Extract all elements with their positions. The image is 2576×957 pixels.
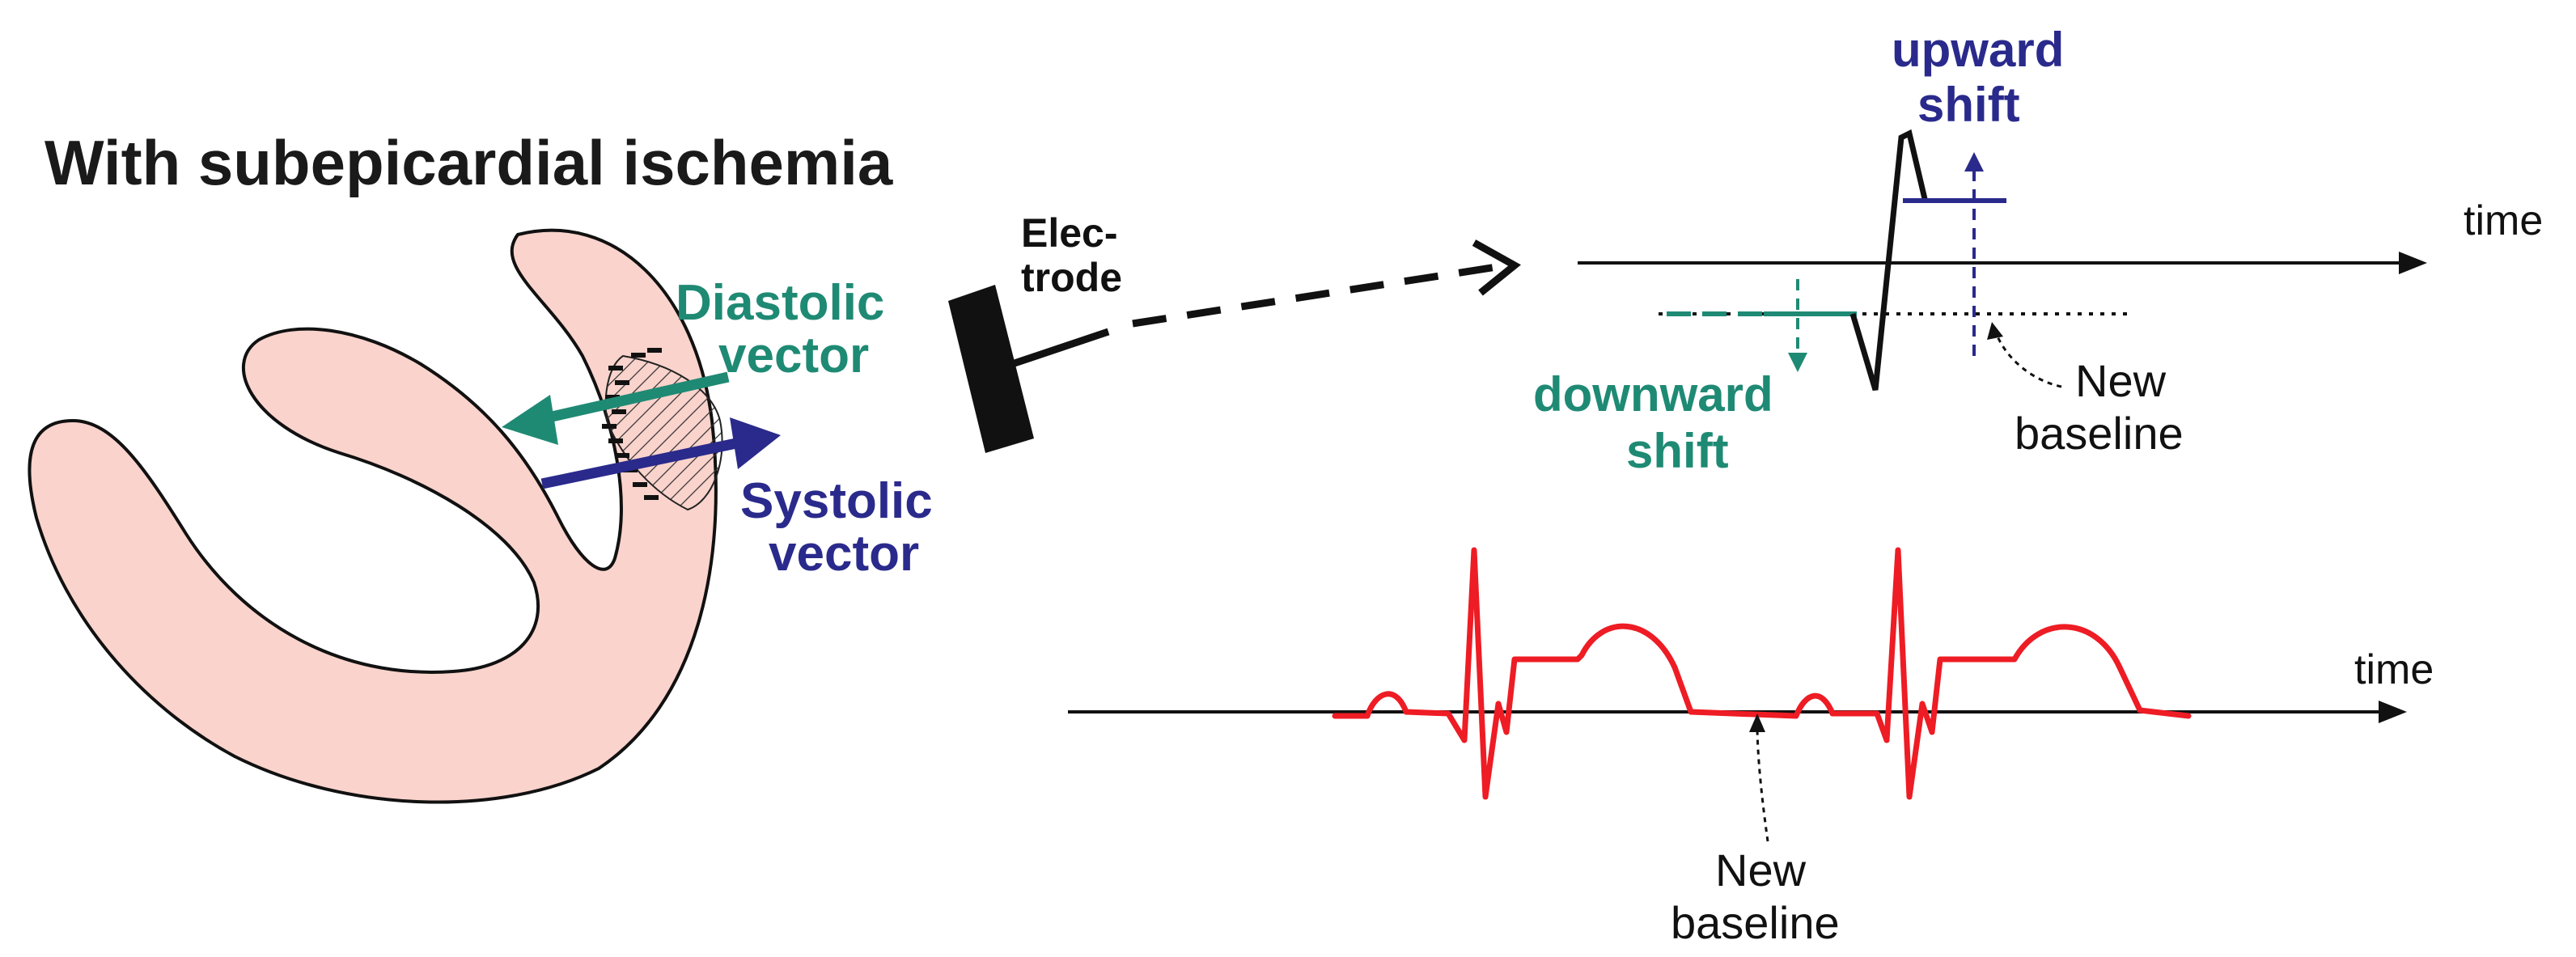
qrs-complex bbox=[1849, 129, 1929, 391]
figure-title: With subepicardial ischemia bbox=[44, 127, 893, 198]
electrode-to-trace-arrow bbox=[1132, 239, 1521, 328]
upward-shift-label-2: shift bbox=[1917, 78, 2020, 132]
systolic-vector-arrow bbox=[540, 417, 781, 489]
dipole-marks bbox=[602, 348, 662, 500]
electrode bbox=[948, 285, 1110, 453]
downward-shift-label-1: downward bbox=[1533, 367, 1773, 421]
ecg-strip bbox=[1068, 547, 2407, 842]
ecg-waveform bbox=[1332, 547, 2192, 800]
electrode-label-2: trode bbox=[1021, 255, 1122, 300]
time-label-top: time bbox=[2464, 197, 2543, 244]
heart-wall bbox=[28, 228, 718, 804]
electrode-lead bbox=[1006, 328, 1110, 370]
systolic-label-2: vector bbox=[769, 526, 919, 582]
electrode-label-1: Elec- bbox=[1021, 210, 1118, 256]
new-baseline-bottom-2: baseline bbox=[1671, 897, 1840, 948]
schematic-trace bbox=[1578, 129, 2427, 391]
heart-ventricle bbox=[28, 228, 723, 804]
upward-shift-label-1: upward bbox=[1892, 23, 2064, 77]
new-baseline-top-2: baseline bbox=[2015, 408, 2184, 459]
diastolic-label-1: Diastolic bbox=[676, 275, 884, 331]
systolic-label-1: Systolic bbox=[740, 473, 933, 529]
downward-shift-label-2: shift bbox=[1626, 424, 1729, 478]
new-baseline-bottom-1: New bbox=[1715, 845, 1807, 896]
new-baseline-top-1: New bbox=[2075, 355, 2167, 406]
diastolic-label-2: vector bbox=[718, 328, 869, 383]
diastolic-vector-arrow bbox=[502, 371, 730, 445]
time-label-bottom: time bbox=[2354, 646, 2434, 693]
electrode-plate bbox=[948, 285, 1034, 453]
